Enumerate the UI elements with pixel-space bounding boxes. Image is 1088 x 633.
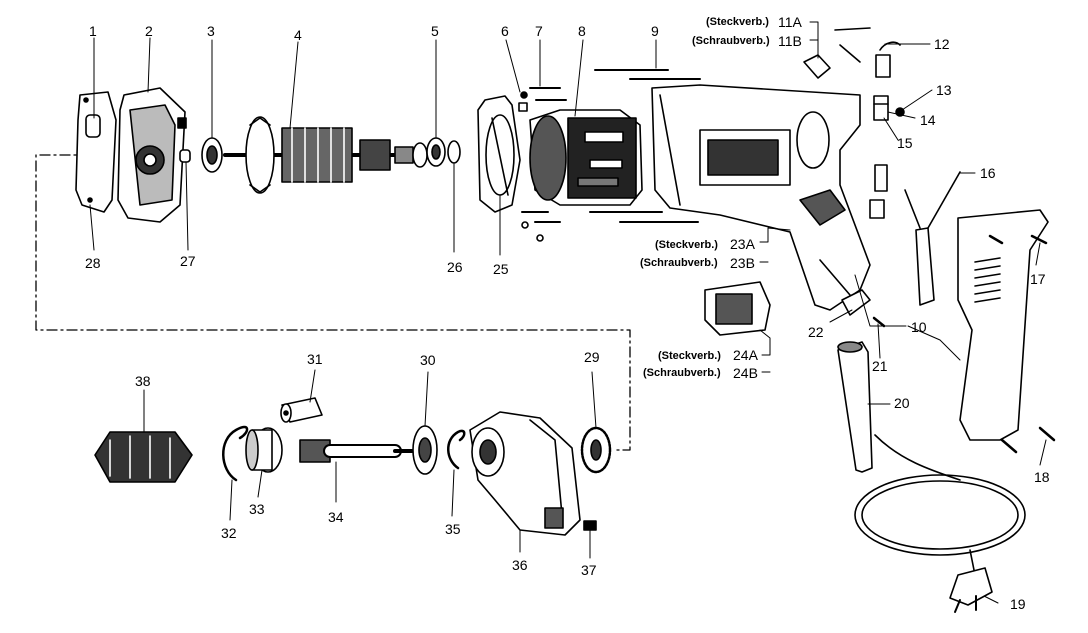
variant-plug-11: (Steckverb.) <box>706 16 769 28</box>
callout-15: 15 <box>897 135 913 151</box>
part-24-switch-block <box>704 281 771 336</box>
part-20-cord-guard <box>837 341 873 473</box>
callout-11b: 11B <box>778 33 802 49</box>
callout-25: 25 <box>493 261 509 277</box>
part-18-screw <box>1000 426 1056 454</box>
callout-31: 31 <box>307 351 323 367</box>
callout-14: 14 <box>920 112 936 128</box>
callout-12: 12 <box>934 36 950 52</box>
variant-screw-24: (Schraubverb.) <box>643 367 721 379</box>
callout-3: 3 <box>207 23 215 39</box>
callout-36: 36 <box>512 557 528 573</box>
callout-21: 21 <box>872 358 888 374</box>
callout-22: 22 <box>808 324 824 340</box>
part-9-long-screws <box>589 69 701 223</box>
part-38-chuck <box>94 431 193 483</box>
part-17-screw <box>988 234 1048 245</box>
part-35-circlip <box>447 429 466 470</box>
callout-13: 13 <box>936 82 952 98</box>
part-34-spindle <box>299 439 414 463</box>
variant-plug-23: (Steckverb.) <box>655 239 718 251</box>
callout-23a: 23A <box>730 236 755 252</box>
callout-11a: 11A <box>778 14 802 30</box>
callout-7: 7 <box>535 23 543 39</box>
part-2-bearing-plate <box>117 87 187 223</box>
part-19-power-cord <box>854 434 1026 613</box>
part-21-screw <box>872 316 886 328</box>
part-6-screw <box>518 91 528 112</box>
callout-26: 26 <box>447 259 463 275</box>
part-12-brush <box>875 41 901 78</box>
callout-20: 20 <box>894 395 910 411</box>
callout-6: 6 <box>501 23 509 39</box>
callout-35: 35 <box>445 521 461 537</box>
part-11-connector <box>803 27 871 79</box>
part-15-brush-holder-2 <box>869 164 888 219</box>
variant-screw-11: (Schraubverb.) <box>692 35 770 47</box>
callout-24b: 24B <box>733 365 758 381</box>
part-4-armature <box>223 116 422 194</box>
part-16-switch <box>904 171 961 306</box>
callout-33: 33 <box>249 501 265 517</box>
part-32-circlip <box>222 425 249 482</box>
variant-plug-24: (Steckverb.) <box>658 350 721 362</box>
part-8-field-coil <box>529 109 643 206</box>
callout-18: 18 <box>1034 469 1050 485</box>
callout-37: 37 <box>581 562 597 578</box>
leader-lines <box>89 21 1047 604</box>
callout-4: 4 <box>294 27 302 43</box>
part-27-pin <box>179 149 191 163</box>
part-36-gear-housing <box>469 411 581 536</box>
callout-23b: 23B <box>730 255 755 271</box>
callout-10: 10 <box>911 319 927 335</box>
callout-38: 38 <box>135 373 151 389</box>
part-29-gear <box>580 426 612 474</box>
part-22-cable-clamp <box>841 289 871 316</box>
part-33-sleeve <box>245 427 283 473</box>
callout-16: 16 <box>980 165 996 181</box>
callout-9: 9 <box>651 23 659 39</box>
callout-19: 19 <box>1010 596 1026 612</box>
callout-1: 1 <box>89 23 97 39</box>
part-30-bearing <box>412 425 438 475</box>
callout-30: 30 <box>420 352 436 368</box>
assembly-axis-line <box>35 154 631 451</box>
callout-5: 5 <box>431 23 439 39</box>
callout-28: 28 <box>85 255 101 271</box>
part-1-gasket-plate <box>75 91 117 213</box>
callout-32: 32 <box>221 525 237 541</box>
callout-2: 2 <box>145 23 153 39</box>
part-26-washer <box>447 140 461 164</box>
part-10-handle-half <box>957 209 1049 441</box>
callout-24a: 24A <box>733 347 758 363</box>
variant-screw-23: (Schraubverb.) <box>640 257 718 269</box>
part-25-baffle <box>477 95 521 213</box>
callout-29: 29 <box>584 349 600 365</box>
callout-27: 27 <box>180 253 196 269</box>
motor-housing <box>651 84 871 311</box>
callout-17: 17 <box>1030 271 1046 287</box>
callout-34: 34 <box>328 509 344 525</box>
callout-8: 8 <box>578 23 586 39</box>
part-31-coupling <box>280 397 323 423</box>
part-7-screws <box>521 87 567 242</box>
part-15-brush-holder <box>873 95 889 121</box>
